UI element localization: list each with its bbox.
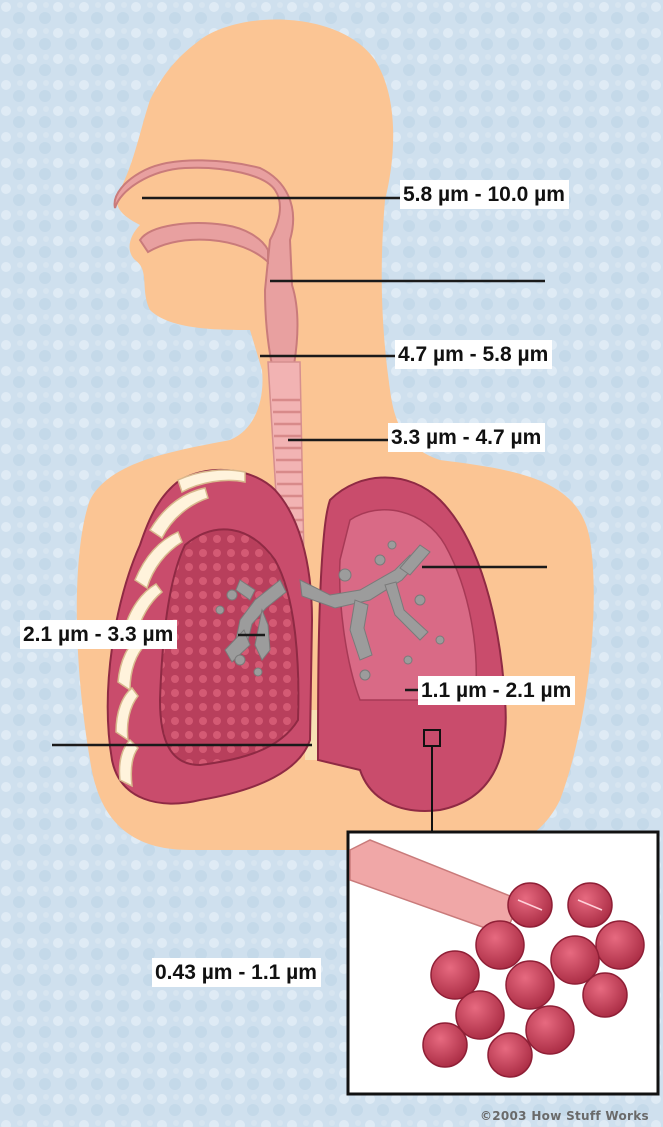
alveoli-inset xyxy=(348,832,658,1094)
bronchi-label: 2.1 µm - 3.3 µm xyxy=(20,620,177,649)
alveoli-label: 0.43 µm - 1.1 µm xyxy=(152,958,321,987)
nasal-cavity-label: 5.8 µm - 10.0 µm xyxy=(400,180,569,209)
bronchioles-label: 1.1 µm - 2.1 µm xyxy=(418,676,575,705)
larynx-label: 4.7 µm - 5.8 µm xyxy=(395,340,552,369)
copyright-credit: ©2003 How Stuff Works xyxy=(480,1109,649,1123)
trachea-label: 3.3 µm - 4.7 µm xyxy=(388,423,545,452)
